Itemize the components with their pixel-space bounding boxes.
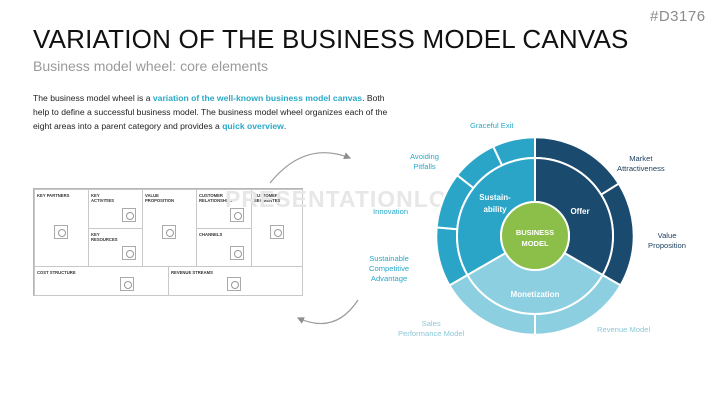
label-spm-line-2: Performance Model xyxy=(398,329,465,338)
desc-part-3: . xyxy=(283,121,287,131)
wheel-center-line-2: MODEL xyxy=(521,239,549,248)
wheel-sustainability-line-2: ability xyxy=(483,205,507,214)
label-spm-line-1: Sales xyxy=(421,319,441,328)
label-sca-line-2: Competitive xyxy=(369,264,410,273)
page-title: VARIATION OF THE BUSINESS MODEL CANVAS xyxy=(33,24,629,54)
label-sustainable-competitive-advantage: Sustainable Competitive Advantage xyxy=(369,254,409,284)
wheel-center xyxy=(500,201,570,271)
label-vp-line-2: Proposition xyxy=(648,241,686,250)
wheel-center-line-1: BUSINESS xyxy=(516,228,554,237)
activities-icon xyxy=(122,208,136,222)
label-sca-line-1: Sustainable xyxy=(369,254,409,263)
description-text: The business model wheel is a variation … xyxy=(33,91,403,133)
canvas-label-revenue-streams: REVENUE STREAMS xyxy=(171,270,213,275)
arrow-to-wheel xyxy=(269,152,352,184)
label-avoiding-pitfalls-line-1: Avoiding xyxy=(410,152,439,161)
megaphone-icon xyxy=(230,246,244,260)
canvas-label-customer-relationships: CUSTOMER RELATIONSHIPS xyxy=(199,193,233,203)
label-value-proposition: Value Proposition xyxy=(648,231,686,251)
label-graceful-exit: Graceful Exit xyxy=(470,121,514,130)
label-ma-line-2: Attractiveness xyxy=(617,164,665,173)
wheel-sustainability-line-1: Sustain- xyxy=(479,193,511,202)
label-sca-line-3: Advantage xyxy=(370,274,408,283)
desc-highlight-1: variation of the well-known business mod… xyxy=(152,93,363,103)
resources-icon xyxy=(122,246,136,260)
pie-icon xyxy=(270,225,284,239)
label-avoiding-pitfalls: Avoiding Pitfalls xyxy=(410,152,439,172)
label-innovation: Innovation xyxy=(373,207,409,216)
label-sales-performance-model: Sales Performance Model xyxy=(398,319,464,339)
canvas-cost-structure: COST STRUCTURE xyxy=(34,266,169,296)
wheel-monetization-label: Monetization xyxy=(511,290,560,299)
canvas-label-key-activities: KEY ACTIVITIES xyxy=(91,193,115,203)
wheel-offer-label: Offer xyxy=(570,207,589,216)
desc-part-1: The business model wheel is a xyxy=(33,93,153,103)
label-vp-line-1: Value xyxy=(657,231,677,240)
handshake-people-icon xyxy=(54,225,68,239)
cost-icon xyxy=(120,277,134,291)
desc-part-2: . Both help to define a successful busin… xyxy=(33,93,388,131)
business-model-canvas: KEY PARTNERS KEY ACTIVITIES KEY RESOURCE… xyxy=(33,188,303,296)
slide-id: #D3176 xyxy=(650,8,706,25)
canvas-revenue-streams: REVENUE STREAMS xyxy=(168,266,303,296)
arrow-to-canvas xyxy=(296,299,359,325)
label-ma-line-1: Market xyxy=(629,154,653,163)
desc-highlight-2: quick overview xyxy=(222,121,284,131)
canvas-label-key-partners: KEY PARTNERS xyxy=(37,193,70,198)
wheel-separator xyxy=(434,135,636,337)
label-market-attractiveness: Market Attractiveness xyxy=(617,154,665,174)
wheel-inner-ring xyxy=(456,156,614,315)
value-icon xyxy=(162,225,176,239)
revenue-icon xyxy=(227,277,241,291)
label-avoiding-pitfalls-line-2: Pitfalls xyxy=(413,162,436,171)
page-subtitle: Business model wheel: core elements xyxy=(33,58,269,74)
canvas-label-cost-structure: COST STRUCTURE xyxy=(37,270,76,275)
canvas-label-key-resources: KEY RESOURCES xyxy=(91,232,118,242)
canvas-label-customer-segments: CUSTOMER SEGMENTES xyxy=(254,193,281,203)
canvas-label-channels: CHANNELS xyxy=(199,232,223,237)
handshake-icon xyxy=(230,208,244,222)
canvas-label-value-proposition: VALUE PROPOSITION xyxy=(145,193,175,203)
label-revenue-model: Revenue Model xyxy=(597,325,651,334)
